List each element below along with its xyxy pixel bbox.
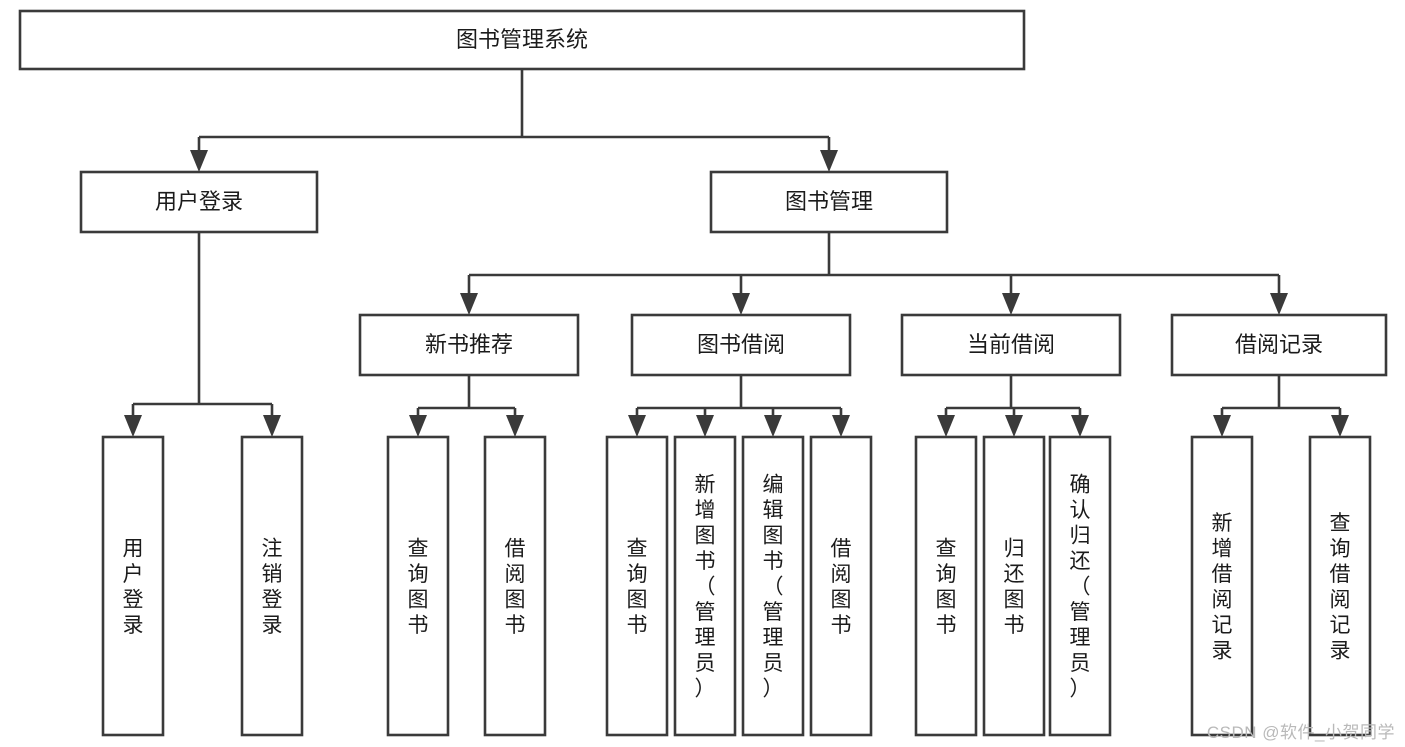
arrow-head-icon [409, 415, 427, 437]
node-label: 借阅图书 [831, 537, 852, 637]
arrow-head-icon [1002, 293, 1020, 315]
node-rect [982, 435, 1046, 737]
arrow-head-icon [628, 415, 646, 437]
node-label: 用户登录 [123, 537, 144, 637]
arrow-head-icon [832, 415, 850, 437]
level3-node-2[interactable]: 当前借阅 [900, 313, 1122, 377]
node-rect [240, 435, 304, 737]
node-rect [18, 9, 1026, 71]
node-rect [900, 313, 1122, 377]
node-rect [630, 313, 852, 377]
arrow-head-icon [1270, 293, 1288, 315]
node-label: 编辑图书（管理员） [763, 474, 784, 701]
leaf-node-12[interactable]: 查询借阅记录 [1308, 435, 1372, 737]
leaf-node-9[interactable]: 归还图书 [982, 435, 1046, 737]
leaf-node-6[interactable]: 编辑图书（管理员） [741, 435, 805, 737]
node-rect [483, 435, 547, 737]
node-label: 查询图书 [627, 537, 648, 637]
arrow-head-icon [124, 415, 142, 437]
node-label: 确认归还（管理员） [1070, 474, 1091, 701]
node-label: 图书借阅 [697, 332, 785, 357]
node-label: 归还图书 [1004, 537, 1025, 637]
node-label: 借阅图书 [505, 537, 526, 637]
arrow-head-icon [1213, 415, 1231, 437]
leaf-node-10[interactable]: 确认归还（管理员） [1048, 435, 1112, 737]
level3-node-1[interactable]: 图书借阅 [630, 313, 852, 377]
arrow-head-icon [1005, 415, 1023, 437]
arrow-head-icon [506, 415, 524, 437]
leaf-node-11[interactable]: 新增借阅记录 [1190, 435, 1254, 737]
connector-layer [124, 69, 1349, 437]
node-label: 新增图书（管理员） [695, 474, 716, 701]
node-label: 当前借阅 [967, 332, 1055, 357]
node-rect [1170, 313, 1388, 377]
arrow-head-icon [820, 150, 838, 172]
node-label: 图书管理 [785, 189, 873, 214]
node-rect [809, 435, 873, 737]
leaf-node-3[interactable]: 借阅图书 [483, 435, 547, 737]
node-rect [79, 170, 319, 234]
node-rect [1190, 435, 1254, 737]
leaf-node-7[interactable]: 借阅图书 [809, 435, 873, 737]
leaf-node-2[interactable]: 查询图书 [386, 435, 450, 737]
arrow-head-icon [764, 415, 782, 437]
node-label: 新书推荐 [425, 332, 513, 357]
node-label: 图书管理系统 [456, 27, 588, 52]
level2-node-0[interactable]: 用户登录 [79, 170, 319, 234]
leaf-node-4[interactable]: 查询图书 [605, 435, 669, 737]
node-rect [1048, 435, 1112, 737]
leaf-node-5[interactable]: 新增图书（管理员） [673, 435, 737, 737]
leaf-node-8[interactable]: 查询图书 [914, 435, 978, 737]
node-rect [386, 435, 450, 737]
arrow-head-icon [937, 415, 955, 437]
node-rect [914, 435, 978, 737]
arrow-head-icon [460, 293, 478, 315]
node-label: 新增借阅记录 [1212, 512, 1233, 663]
csdn-watermark: CSDN @软件_小贺同学 [1206, 723, 1395, 742]
arrow-head-icon [190, 150, 208, 172]
level3-node-3[interactable]: 借阅记录 [1170, 313, 1388, 377]
node-rect [101, 435, 165, 737]
node-label: 用户登录 [155, 189, 243, 214]
node-rect [709, 170, 949, 234]
leaf-node-0[interactable]: 用户登录 [101, 435, 165, 737]
arrow-head-icon [263, 415, 281, 437]
node-label: 查询借阅记录 [1330, 512, 1351, 663]
node-label: 查询图书 [936, 537, 957, 637]
node-label: 查询图书 [408, 537, 429, 637]
node-rect [1308, 435, 1372, 737]
leaf-node-1[interactable]: 注销登录 [240, 435, 304, 737]
arrow-head-icon [1331, 415, 1349, 437]
node-label: 注销登录 [262, 537, 283, 637]
node-rect [358, 313, 580, 377]
node-rect [741, 435, 805, 737]
arrow-head-icon [1071, 415, 1089, 437]
level2-node-1[interactable]: 图书管理 [709, 170, 949, 234]
node-label: 借阅记录 [1235, 332, 1323, 357]
arrow-head-icon [732, 293, 750, 315]
arrow-head-icon [696, 415, 714, 437]
node-rect [605, 435, 669, 737]
level3-node-0[interactable]: 新书推荐 [358, 313, 580, 377]
node-layer: 图书管理系统用户登录图书管理新书推荐图书借阅当前借阅借阅记录用户登录注销登录查询… [18, 9, 1388, 737]
node-rect [673, 435, 737, 737]
root-node-book-management-system[interactable]: 图书管理系统 [18, 9, 1026, 71]
